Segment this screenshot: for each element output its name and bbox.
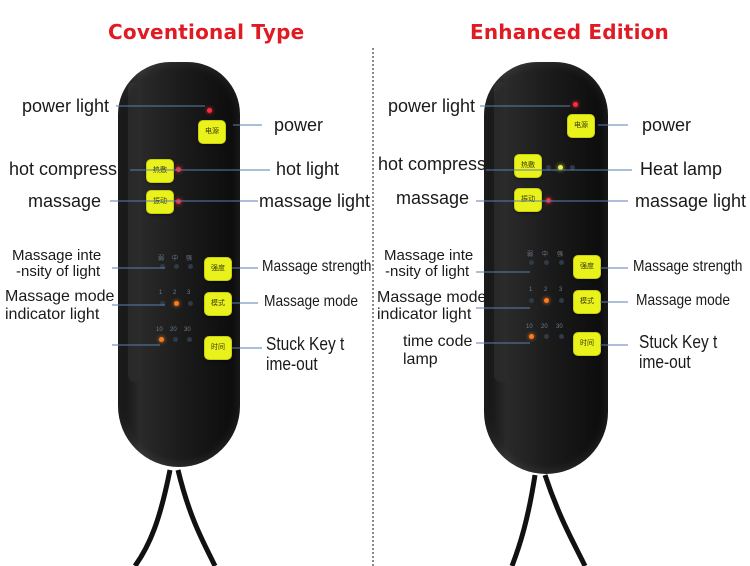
strength-led-2 [174, 264, 179, 269]
label-massage-light: massage light [259, 191, 371, 211]
section-divider [372, 48, 374, 566]
right-remote-control: 电源 热敷 振动 弱 中 强 强度 1 2 3 模式 10 20 30 时间 [484, 62, 608, 474]
label-hot-light: hot light [276, 159, 340, 179]
time-led-3 [187, 337, 192, 342]
label-massage: massage [28, 191, 102, 211]
label-time-code-2: lamp [403, 351, 438, 368]
strength-tick-3: 强 [186, 256, 193, 262]
label-power-light: power light [22, 96, 110, 116]
strength-led-1 [529, 260, 534, 265]
time-led-1 [529, 334, 534, 339]
vibrate-button[interactable]: 振动 [514, 188, 542, 212]
time-tick-2: 20 [541, 324, 548, 330]
label-intensity-light-2: -nsity of light [16, 263, 101, 280]
strength-tick-1: 弱 [527, 252, 534, 258]
strength-led-2 [544, 260, 549, 265]
strength-led-3 [559, 260, 564, 265]
label-mode-light-1: Massage mode [5, 288, 115, 305]
strength-led-1 [160, 264, 165, 269]
label-stuck-key-1: Stuck Key t [266, 334, 345, 354]
time-tick-3: 30 [184, 327, 191, 333]
label-hot-compress: hot compress [378, 154, 487, 174]
time-button[interactable]: 时间 [204, 336, 232, 360]
heat-button[interactable]: 热敷 [514, 154, 542, 178]
label-mode-light-2: indicator light [377, 306, 472, 323]
left-remote-control: 电源 热敷 振动 弱 中 强 强度 1 2 3 模式 10 20 30 时间 [118, 62, 240, 467]
power-led [207, 108, 212, 113]
label-massage-light: massage light [635, 191, 747, 211]
strength-tick-3: 强 [557, 252, 564, 258]
power-button[interactable]: 电源 [567, 114, 595, 138]
mode-tick-1: 1 [529, 287, 533, 293]
label-massage-strength: Massage strength [633, 258, 743, 275]
label-massage-strength: Massage strength [262, 258, 372, 275]
time-tick-1: 10 [156, 327, 163, 333]
label-heat-lamp: Heat lamp [640, 159, 723, 179]
time-tick-1: 10 [526, 324, 533, 330]
label-stuck-key-2: ime-out [266, 354, 318, 374]
time-tick-3: 30 [556, 324, 563, 330]
label-mode-light-2: indicator light [5, 306, 100, 323]
time-led-2 [544, 334, 549, 339]
strength-tick-1: 弱 [158, 256, 165, 262]
strength-led-3 [188, 264, 193, 269]
mode-led-1 [160, 301, 165, 306]
label-intensity-light-1: Massage inte [12, 247, 102, 264]
label-time-code-1: time code [403, 333, 473, 350]
heat-led-1 [546, 165, 551, 170]
remote-highlight [128, 82, 142, 382]
strength-tick-2: 中 [542, 252, 549, 258]
mode-tick-3: 3 [559, 287, 563, 293]
label-stuck-key-1: Stuck Key t [639, 332, 718, 352]
mode-led-3 [559, 298, 564, 303]
time-button[interactable]: 时间 [573, 332, 601, 356]
label-power: power [642, 115, 692, 135]
mode-led-3 [188, 301, 193, 306]
label-massage: massage [396, 188, 470, 208]
power-button[interactable]: 电源 [198, 120, 226, 144]
mode-tick-1: 1 [159, 290, 163, 296]
label-power-light: power light [388, 96, 476, 116]
label-intensity-light-2: -nsity of light [385, 263, 470, 280]
mode-tick-2: 2 [544, 287, 548, 293]
label-intensity-light-1: Massage inte [384, 247, 474, 264]
left-title: Coventional Type [108, 20, 305, 44]
mode-tick-3: 3 [187, 290, 191, 296]
mode-led-2 [544, 298, 549, 303]
right-title: Enhanced Edition [470, 20, 670, 44]
strength-tick-2: 中 [172, 256, 179, 262]
label-power: power [274, 115, 324, 135]
time-led-3 [559, 334, 564, 339]
mode-led-1 [529, 298, 534, 303]
label-hot-compress: hot compress [9, 159, 118, 179]
label-stuck-key-2: ime-out [639, 352, 691, 372]
mode-button[interactable]: 模式 [204, 292, 232, 316]
mode-led-2 [174, 301, 179, 306]
power-led [573, 102, 578, 107]
time-tick-2: 20 [170, 327, 177, 333]
heat-led-2 [558, 165, 563, 170]
mode-tick-2: 2 [173, 290, 177, 296]
label-mode-light-1: Massage mode [377, 289, 487, 306]
label-massage-mode: Massage mode [636, 292, 731, 309]
strength-button[interactable]: 强度 [573, 255, 601, 279]
remote-highlight [494, 82, 508, 382]
mode-button[interactable]: 模式 [573, 290, 601, 314]
heat-led-3 [570, 165, 575, 170]
label-massage-mode: Massage mode [264, 293, 359, 310]
time-led-2 [173, 337, 178, 342]
time-led-1 [159, 337, 164, 342]
strength-button[interactable]: 强度 [204, 257, 232, 281]
